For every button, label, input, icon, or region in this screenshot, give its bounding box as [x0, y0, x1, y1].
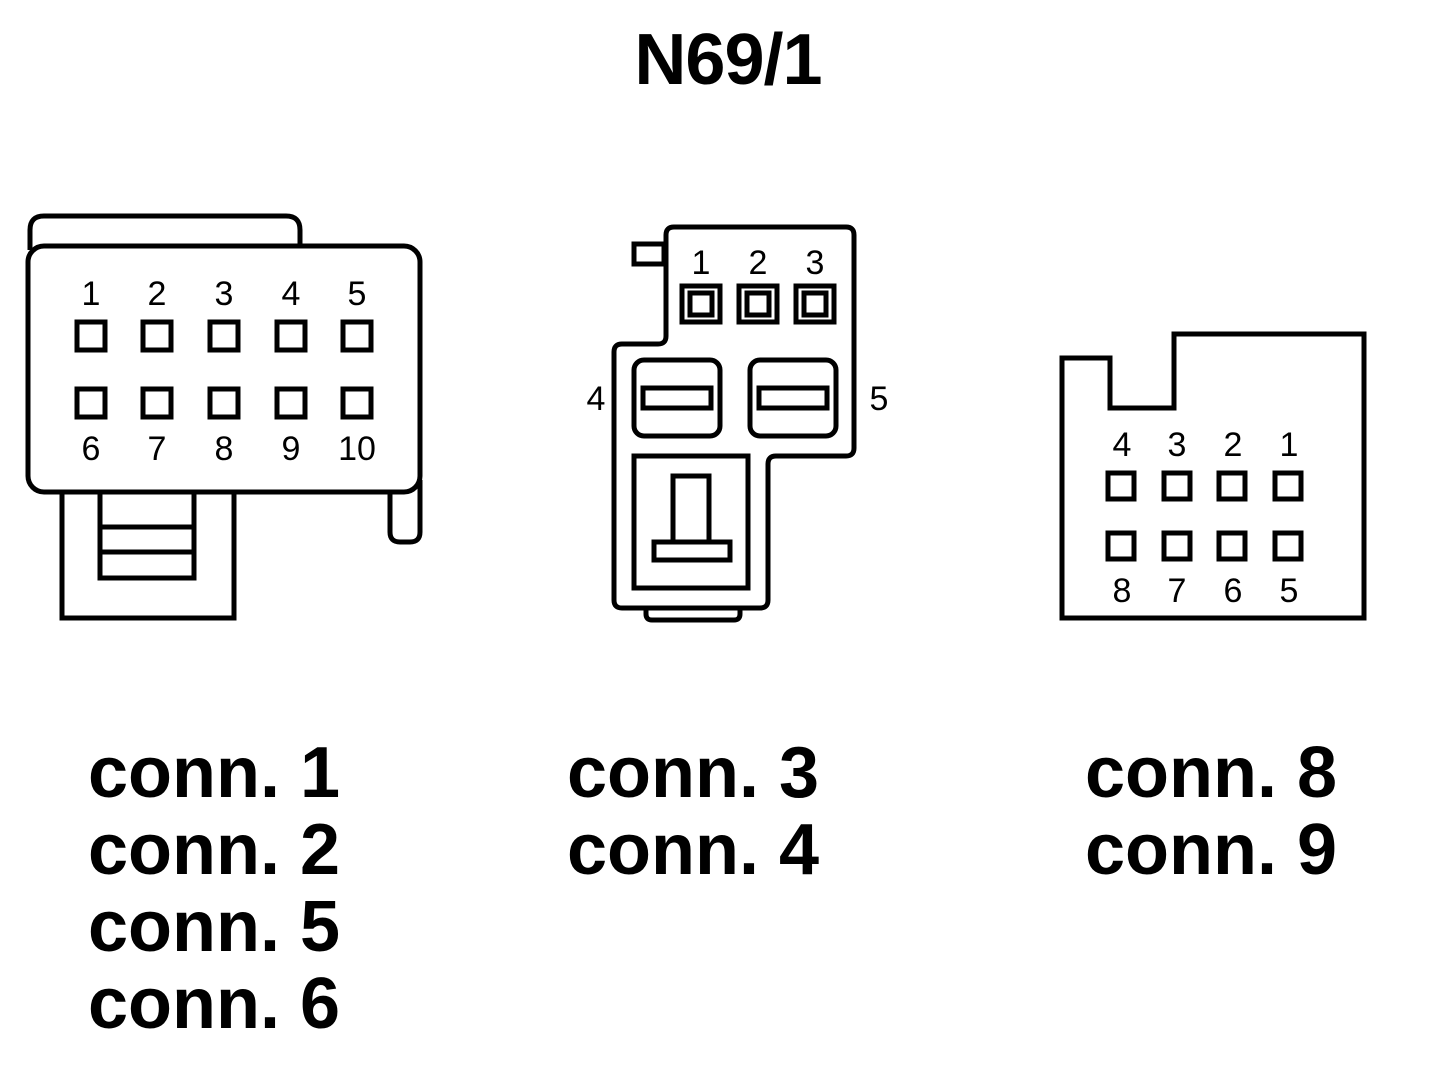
pin-label: 8	[1113, 572, 1132, 610]
connector-label: conn. 6	[88, 964, 341, 1044]
pin-label: 1	[82, 275, 101, 313]
connector-label: conn. 4	[567, 810, 820, 890]
connector-label: conn. 1	[88, 733, 341, 813]
pin-label: 1	[692, 244, 711, 282]
connector-label: conn. 2	[88, 810, 341, 890]
middle-connector-pin-labels: 1 2 3 4 5	[587, 244, 889, 418]
pin-label: 5	[1280, 572, 1299, 610]
pin-label: 6	[82, 430, 101, 468]
middle-connector	[611, 224, 857, 623]
pin-label: 7	[148, 430, 167, 468]
pin-label: 2	[1224, 426, 1243, 464]
pin-label: 3	[215, 275, 234, 313]
pin-label: 1	[1280, 426, 1299, 464]
pin-label: 4	[1113, 426, 1132, 464]
pin-label: 5	[870, 380, 889, 418]
connector-label: conn. 9	[1085, 810, 1338, 890]
connector-label: conn. 8	[1085, 733, 1338, 813]
right-connector	[1059, 331, 1367, 621]
pin-label: 2	[749, 244, 768, 282]
diagram-title: N69/1	[634, 20, 822, 100]
left-connector-labels: conn. 1 conn. 2 conn. 5 conn. 6	[88, 735, 340, 1043]
pin-label: 4	[282, 275, 301, 313]
pin-label: 2	[148, 275, 167, 313]
pin-label: 8	[215, 430, 234, 468]
pin-label: 7	[1168, 572, 1187, 610]
left-connector-pin-labels: 1 2 3 4 5 6 7 8 9 10	[82, 275, 376, 468]
right-connector-pin-labels: 4 3 2 1 8 7 6 5	[1113, 426, 1299, 610]
pin-label: 5	[348, 275, 367, 313]
middle-connector-labels: conn. 3 conn. 4	[567, 735, 819, 889]
connector-label: conn. 3	[567, 733, 820, 813]
right-connector-labels: conn. 8 conn. 9	[1085, 735, 1337, 889]
pin-label: 10	[338, 430, 376, 468]
connector-label: conn. 5	[88, 887, 341, 967]
pin-label: 9	[282, 430, 301, 468]
pin-label: 3	[1168, 426, 1187, 464]
pin-label: 3	[806, 244, 825, 282]
pin-label: 6	[1224, 572, 1243, 610]
pin-label: 4	[587, 380, 606, 418]
left-connector	[25, 213, 423, 621]
